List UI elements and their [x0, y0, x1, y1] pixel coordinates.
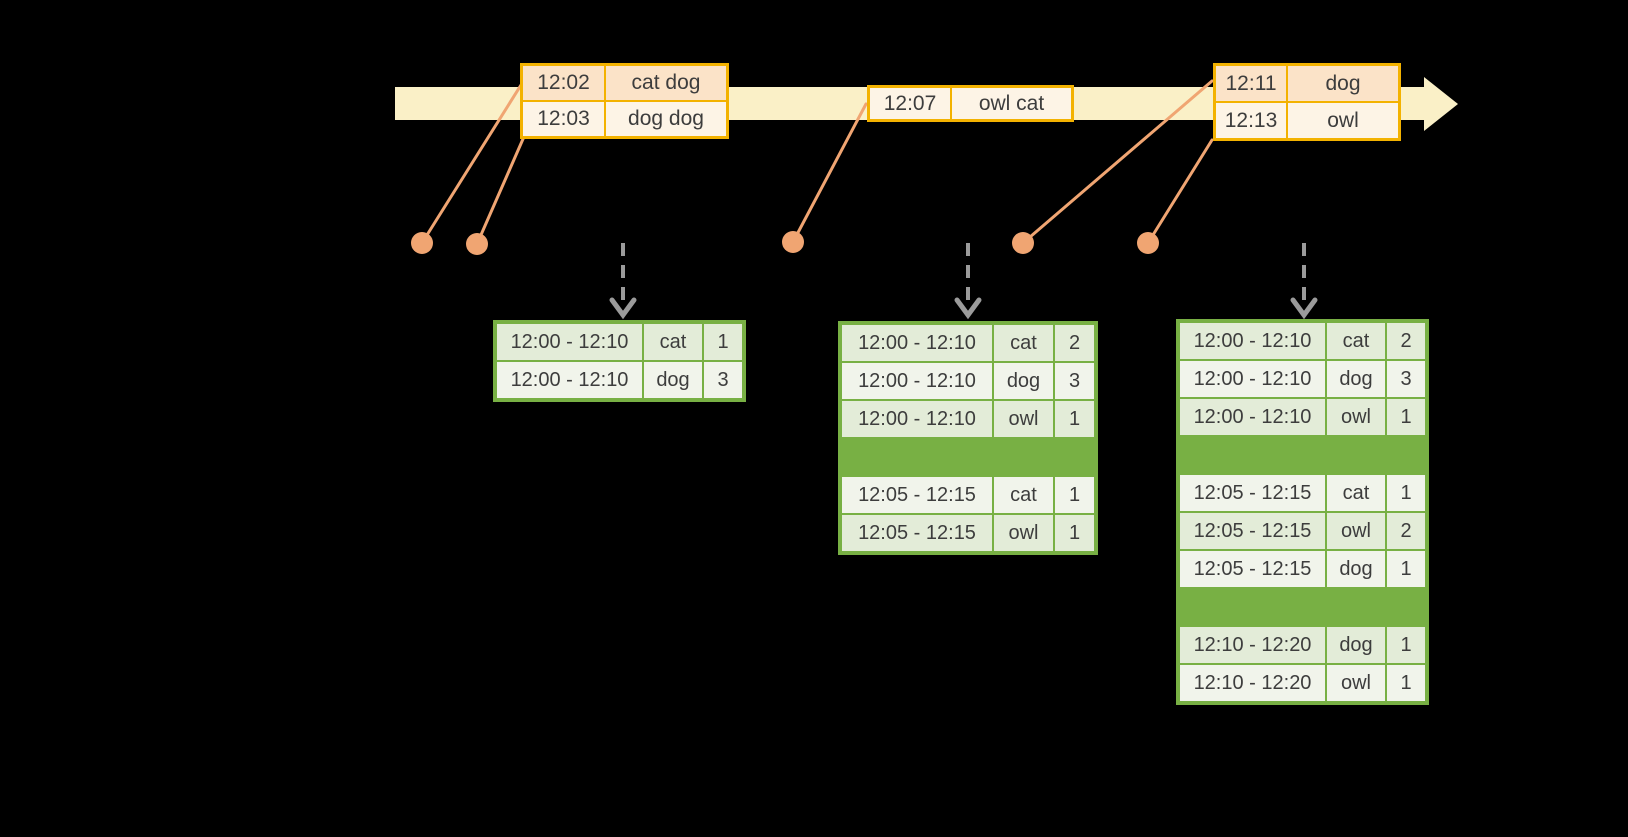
- result-count: 2: [1387, 323, 1425, 359]
- result-window: 12:00 - 12:10: [1180, 399, 1325, 435]
- result-window: 12:00 - 12:10: [1180, 361, 1325, 397]
- result-window: 12:10 - 12:20: [1180, 665, 1325, 701]
- window-group-divider: [1180, 589, 1425, 592]
- result-word: dog: [1327, 361, 1385, 397]
- result-count: 1: [704, 324, 742, 360]
- result-word: owl: [994, 401, 1053, 437]
- result-table-2: 12:00 - 12:10 cat 2 12:00 - 12:10 dog 3 …: [838, 321, 1098, 555]
- result-table-3: 12:00 - 12:10 cat 2 12:00 - 12:10 dog 3 …: [1176, 319, 1429, 705]
- event-words: dog: [1288, 66, 1398, 101]
- event-connector-line: [791, 102, 868, 244]
- event-marker-dot: [782, 231, 804, 253]
- result-word: cat: [1327, 323, 1385, 359]
- result-count: 1: [1387, 665, 1425, 701]
- result-window: 12:05 - 12:15: [1180, 475, 1325, 511]
- timeline-arrowhead-icon: [1424, 77, 1458, 131]
- result-window: 12:05 - 12:15: [1180, 551, 1325, 587]
- result-count: 3: [1055, 363, 1094, 399]
- result-word: cat: [994, 325, 1053, 361]
- result-count: 1: [1387, 399, 1425, 435]
- event-marker-dot: [1137, 232, 1159, 254]
- event-marker-dot: [466, 233, 488, 255]
- result-window: 12:05 - 12:15: [842, 515, 992, 551]
- event-time: 12:07: [870, 88, 950, 119]
- trigger-arrows: [609, 243, 1318, 320]
- result-table-1: 12:00 - 12:10 cat 1 12:00 - 12:10 dog 3: [493, 320, 746, 402]
- event-marker-dot: [411, 232, 433, 254]
- result-word: owl: [1327, 665, 1385, 701]
- result-count: 1: [1387, 551, 1425, 587]
- result-word: dog: [1327, 627, 1385, 663]
- result-count: 1: [1055, 515, 1094, 551]
- result-word: owl: [994, 515, 1053, 551]
- result-count: 1: [1387, 627, 1425, 663]
- event-time: 12:13: [1216, 103, 1286, 138]
- event-marker-dots: [411, 231, 1159, 255]
- result-word: cat: [1327, 475, 1385, 511]
- result-word: dog: [1327, 551, 1385, 587]
- result-word: owl: [1327, 513, 1385, 549]
- event-words: cat dog: [606, 66, 726, 100]
- result-window: 12:00 - 12:10: [842, 401, 992, 437]
- result-count: 2: [1055, 325, 1094, 361]
- result-window: 12:05 - 12:15: [842, 477, 992, 513]
- trigger-arrow-head-icon: [954, 297, 982, 320]
- trigger-arrow-head-icon: [609, 297, 637, 320]
- window-group-divider: [1180, 437, 1425, 440]
- result-window: 12:00 - 12:10: [497, 362, 642, 398]
- result-count: 1: [1055, 477, 1094, 513]
- result-word: dog: [644, 362, 702, 398]
- result-word: cat: [994, 477, 1053, 513]
- result-window: 12:00 - 12:10: [842, 363, 992, 399]
- result-window: 12:00 - 12:10: [497, 324, 642, 360]
- result-count: 3: [1387, 361, 1425, 397]
- result-word: dog: [994, 363, 1053, 399]
- event-connector-line: [475, 137, 525, 246]
- event-table-3: 12:11 dog 12:13 owl: [1213, 63, 1401, 141]
- trigger-arrow-head-icon: [1290, 297, 1318, 320]
- result-window: 12:10 - 12:20: [1180, 627, 1325, 663]
- result-window: 12:00 - 12:10: [1180, 323, 1325, 359]
- window-group-divider: [842, 439, 1094, 442]
- event-time: 12:11: [1216, 66, 1286, 101]
- event-table-2: 12:07 owl cat: [867, 85, 1074, 122]
- event-words: dog dog: [606, 102, 726, 136]
- event-time: 12:02: [523, 66, 604, 100]
- event-words: owl cat: [952, 88, 1071, 119]
- result-window: 12:00 - 12:10: [842, 325, 992, 361]
- result-count: 1: [1055, 401, 1094, 437]
- event-time: 12:03: [523, 102, 604, 136]
- result-count: 2: [1387, 513, 1425, 549]
- event-table-1: 12:02 cat dog 12:03 dog dog: [520, 63, 729, 139]
- event-connector-line: [1146, 138, 1214, 245]
- result-window: 12:05 - 12:15: [1180, 513, 1325, 549]
- result-word: cat: [644, 324, 702, 360]
- result-word: owl: [1327, 399, 1385, 435]
- result-count: 3: [704, 362, 742, 398]
- result-count: 1: [1387, 475, 1425, 511]
- event-words: owl: [1288, 103, 1398, 138]
- event-marker-dot: [1012, 232, 1034, 254]
